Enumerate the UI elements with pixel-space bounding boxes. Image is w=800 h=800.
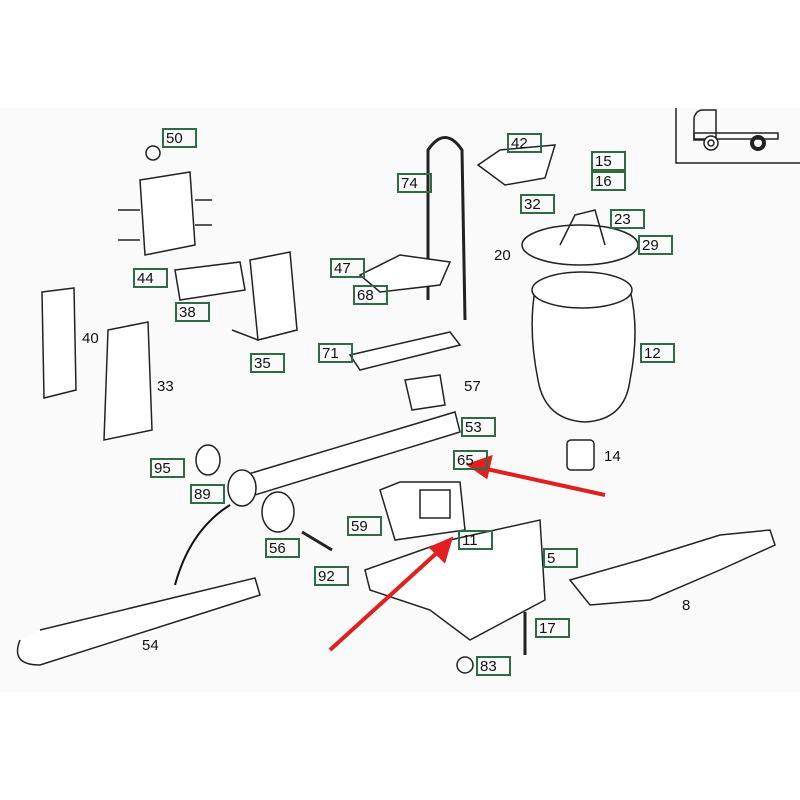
nut-50 (145, 145, 161, 161)
part-label[interactable]: 92 (314, 566, 349, 586)
highlight-arrow-65 (465, 454, 606, 497)
part-label[interactable]: 35 (250, 353, 285, 373)
air-spring-12 (531, 271, 636, 423)
part-label[interactable]: 42 (507, 133, 542, 153)
part-label[interactable]: 12 (640, 343, 675, 363)
ring-95 (195, 444, 221, 476)
part-label[interactable]: 59 (347, 516, 382, 536)
part-label[interactable]: 8 (682, 597, 691, 614)
pointer-arrow (174, 504, 231, 586)
part-label[interactable]: 23 (610, 209, 645, 229)
bumper-14 (566, 439, 595, 471)
part-label[interactable]: 54 (142, 637, 159, 654)
axle-bracket-5 (364, 519, 546, 641)
strap-54 (16, 577, 261, 666)
part-label[interactable]: 50 (162, 128, 197, 148)
part-label[interactable]: 32 (520, 194, 555, 214)
part-label[interactable]: 71 (318, 343, 353, 363)
part-label[interactable]: 56 (265, 538, 300, 558)
part-label[interactable]: 14 (604, 448, 621, 465)
bushing-56 (261, 491, 295, 533)
highlight-arrow-11 (328, 536, 454, 652)
spacer-68 (358, 254, 452, 293)
bracket-42 (476, 144, 557, 186)
part-label[interactable]: 57 (464, 378, 481, 395)
bushing-89 (227, 469, 257, 507)
plate-33 (103, 321, 153, 441)
nut-83 (456, 656, 474, 674)
part-label[interactable]: 65 (453, 450, 488, 470)
part-label[interactable]: 53 (461, 417, 496, 437)
truck-position-icon (675, 108, 800, 164)
part-label[interactable]: 16 (591, 171, 626, 191)
axle-arm-8 (568, 529, 776, 606)
plate-71 (348, 331, 462, 371)
part-label[interactable]: 29 (638, 235, 673, 255)
part-label[interactable]: 74 (397, 173, 432, 193)
part-label[interactable]: 38 (175, 302, 210, 322)
part-label[interactable]: 20 (494, 247, 511, 264)
bracket-59 (379, 481, 466, 541)
bracket-57 (404, 374, 446, 411)
part-label[interactable]: 33 (157, 378, 174, 395)
part-label[interactable]: 11 (458, 530, 493, 550)
bracket-44 (118, 171, 212, 256)
part-label[interactable]: 89 (190, 484, 225, 504)
part-label[interactable]: 95 (150, 458, 185, 478)
part-label[interactable]: 44 (133, 268, 168, 288)
bracket-35 (231, 251, 298, 341)
plate-40 (41, 287, 77, 399)
part-label[interactable]: 40 (82, 330, 99, 347)
u-bolt-74 (426, 136, 467, 321)
part-label[interactable]: 17 (535, 618, 570, 638)
part-label[interactable]: 5 (543, 548, 578, 568)
part-label[interactable]: 68 (353, 285, 388, 305)
bolt-92 (301, 530, 333, 552)
part-label[interactable]: 47 (330, 258, 365, 278)
block-38 (174, 261, 246, 301)
part-label[interactable]: 15 (591, 151, 626, 171)
part-label[interactable]: 83 (476, 656, 511, 676)
